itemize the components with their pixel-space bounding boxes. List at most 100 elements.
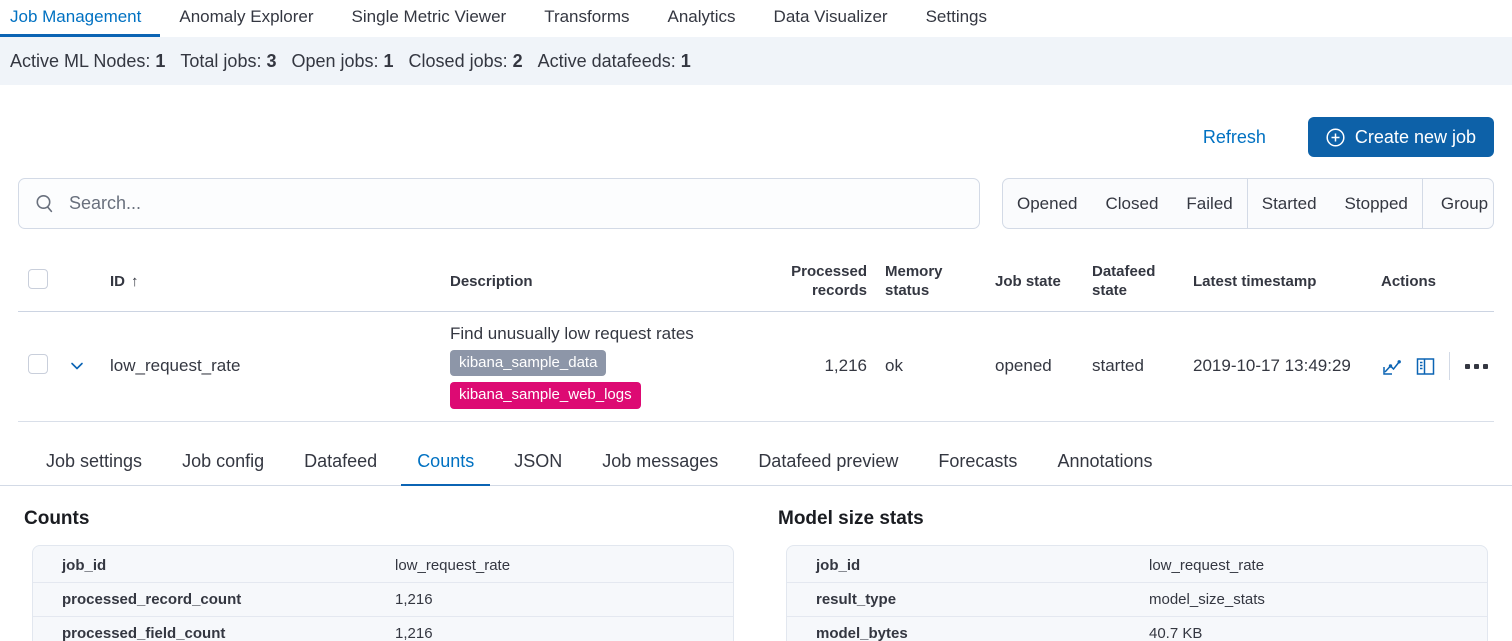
- job-stats-bar: Active ML Nodes:1 Total jobs:3 Open jobs…: [0, 37, 1512, 85]
- line-chart-icon: [1381, 356, 1402, 377]
- group-filter-dropdown[interactable]: Group: [1423, 179, 1493, 228]
- open-anomaly-explorer-button[interactable]: [1415, 356, 1436, 377]
- tab-job-messages[interactable]: Job messages: [602, 450, 719, 471]
- boxes-horizontal-icon: [1483, 363, 1488, 369]
- sort-ascending-icon: ↑: [131, 272, 139, 290]
- tab-job-config[interactable]: Job config: [182, 450, 265, 471]
- stat-value: 3: [266, 50, 277, 71]
- stat-total-jobs: Total jobs:3: [180, 51, 276, 72]
- create-new-job-button[interactable]: Create new job: [1307, 117, 1494, 157]
- job-id-cell: low_request_rate: [110, 356, 241, 376]
- search-filter-row: Opened Closed Failed Started Stopped Gro…: [0, 178, 1512, 229]
- kv-label: job_id: [816, 556, 861, 574]
- tab-job-management[interactable]: Job Management: [0, 0, 161, 37]
- boxes-horizontal-icon: [1465, 363, 1470, 369]
- tab-data-visualizer[interactable]: Data Visualizer: [773, 7, 888, 26]
- kv-value: model_size_stats: [1149, 590, 1265, 608]
- tab-settings[interactable]: Settings: [925, 7, 988, 26]
- actions-divider: [1449, 352, 1450, 381]
- filter-failed-button[interactable]: Failed: [1186, 193, 1233, 213]
- row-more-actions-button[interactable]: [1463, 360, 1490, 373]
- column-header-latest-timestamp[interactable]: Latest timestamp: [1193, 272, 1317, 290]
- search-box: [18, 178, 980, 229]
- latest-timestamp-cell: 2019-10-17 13:49:29: [1193, 356, 1351, 376]
- tab-counts[interactable]: Counts: [401, 440, 491, 486]
- tab-datafeed[interactable]: Datafeed: [304, 450, 378, 471]
- tab-transforms[interactable]: Transforms: [544, 7, 630, 26]
- model-size-stats-column: Model size stats job_id low_request_rate…: [778, 498, 1488, 641]
- column-header-processed-records[interactable]: Processed records: [791, 263, 867, 299]
- kv-value: low_request_rate: [1149, 556, 1265, 574]
- column-header-description[interactable]: Description: [450, 272, 533, 290]
- jobs-table-header: ID↑ Description Processed records Memory…: [18, 253, 1494, 312]
- tab-datafeed-preview[interactable]: Datafeed preview: [758, 450, 899, 471]
- refresh-button[interactable]: Refresh: [1202, 126, 1266, 147]
- kv-value: 1,216: [395, 590, 433, 608]
- kv-value: 40.7 KB: [1149, 624, 1203, 641]
- model-size-stats-panel: job_id low_request_rate result_type mode…: [786, 544, 1488, 641]
- group-filter-section: Group: [1421, 179, 1493, 228]
- group-badge[interactable]: kibana_sample_data: [450, 350, 607, 377]
- column-header-datafeed-state[interactable]: Datafeed state: [1092, 263, 1156, 299]
- list-item: job_id low_request_rate: [787, 549, 1487, 583]
- split-panel-icon: [1415, 356, 1436, 377]
- create-new-job-label: Create new job: [1354, 126, 1476, 147]
- counts-tab-content: Counts job_id low_request_rate processed…: [0, 486, 1512, 641]
- stat-value: 1: [383, 50, 394, 71]
- list-item: result_type model_size_stats: [787, 583, 1487, 617]
- search-input[interactable]: [69, 193, 964, 214]
- processed-records-cell: 1,216: [824, 356, 867, 376]
- job-detail-tabs: Job settings Job config Datafeed Counts …: [0, 440, 1512, 486]
- stat-closed-jobs: Closed jobs:2: [409, 51, 523, 72]
- search-icon: [34, 193, 56, 215]
- stat-value: 1: [155, 50, 166, 71]
- datafeed-state-filters: Started Stopped: [1246, 179, 1422, 228]
- filter-stopped-button[interactable]: Stopped: [1344, 193, 1408, 213]
- column-header-memory-status[interactable]: Memory status: [885, 263, 943, 299]
- stat-active-datafeeds: Active datafeeds:1: [538, 51, 691, 72]
- jobs-table: ID↑ Description Processed records Memory…: [0, 253, 1512, 422]
- memory-status-cell: ok: [885, 356, 903, 376]
- plus-circle-icon: [1326, 127, 1345, 147]
- model-size-stats-title: Model size stats: [778, 507, 924, 529]
- group-badge[interactable]: kibana_sample_web_logs: [450, 382, 641, 409]
- job-state-cell: opened: [995, 356, 1052, 376]
- kv-value: low_request_rate: [395, 556, 511, 574]
- ml-top-nav: Job Management Anomaly Explorer Single M…: [0, 0, 1512, 37]
- stat-label: Open jobs:: [291, 50, 379, 71]
- stat-label: Active ML Nodes:: [10, 50, 151, 71]
- stat-label: Closed jobs:: [408, 50, 508, 71]
- tab-job-settings[interactable]: Job settings: [46, 450, 143, 471]
- filter-closed-button[interactable]: Closed: [1105, 193, 1159, 213]
- column-header-job-state[interactable]: Job state: [995, 272, 1061, 290]
- datafeed-state-cell: started: [1092, 356, 1144, 376]
- select-all-checkbox[interactable]: [28, 269, 48, 290]
- kv-label: job_id: [62, 556, 107, 574]
- list-item: processed_record_count 1,216: [33, 583, 733, 617]
- list-item: job_id low_request_rate: [33, 549, 733, 583]
- tab-annotations[interactable]: Annotations: [1057, 450, 1153, 471]
- job-description-text: Find unusually low request rates: [450, 324, 694, 343]
- counts-panel: job_id low_request_rate processed_record…: [32, 544, 734, 641]
- group-filter-label: Group: [1440, 193, 1489, 213]
- row-collapse-toggle[interactable]: [64, 353, 90, 379]
- filter-started-button[interactable]: Started: [1261, 193, 1317, 213]
- stat-label: Total jobs:: [180, 50, 262, 71]
- stat-label: Active datafeeds:: [537, 50, 676, 71]
- boxes-horizontal-icon: [1474, 363, 1479, 369]
- tab-anomaly-explorer[interactable]: Anomaly Explorer: [179, 7, 314, 26]
- tab-single-metric-viewer[interactable]: Single Metric Viewer: [351, 7, 507, 26]
- counts-column: Counts job_id low_request_rate processed…: [24, 498, 734, 641]
- counts-section-title: Counts: [24, 507, 90, 529]
- tab-json[interactable]: JSON: [514, 450, 563, 471]
- tab-forecasts[interactable]: Forecasts: [938, 450, 1018, 471]
- open-single-metric-viewer-button[interactable]: [1381, 356, 1402, 377]
- row-checkbox[interactable]: [28, 353, 48, 374]
- kv-label: result_type: [816, 590, 897, 608]
- list-item: model_bytes 40.7 KB: [787, 617, 1487, 641]
- filter-opened-button[interactable]: Opened: [1017, 193, 1078, 213]
- kv-label: processed_field_count: [62, 624, 226, 641]
- tab-analytics[interactable]: Analytics: [667, 7, 736, 26]
- stat-active-ml-nodes: Active ML Nodes:1: [10, 51, 165, 72]
- column-header-id[interactable]: ID↑: [110, 272, 139, 290]
